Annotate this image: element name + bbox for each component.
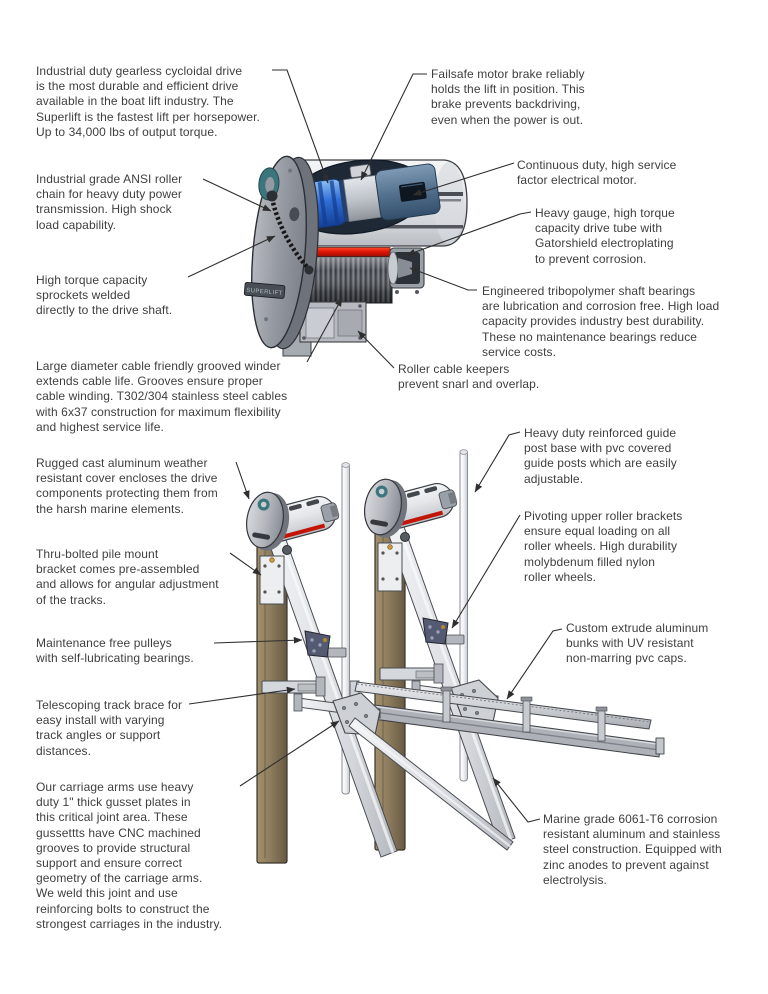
callout-roller-brackets: Pivoting upper roller brackets ensure eq… (524, 509, 683, 584)
leader-track-brace (188, 686, 296, 705)
callout-grooved-winder: Large diameter cable friendly grooved wi… (36, 359, 288, 434)
callout-cable-keepers: Roller cable keepers prevent snarl and o… (398, 362, 540, 392)
callout-bunks: Custom extrude aluminum bunks with UV re… (566, 621, 709, 666)
callout-track-brace: Telescoping track brace for easy install… (36, 698, 183, 758)
side-plate: SUPERLIFT (243, 155, 319, 350)
callout-electrical-motor: Continuous duty, high service factor ele… (517, 158, 677, 188)
callout-motor-brake: Failsafe motor brake reliably holds the … (431, 67, 585, 127)
callout-shaft-bearings: Engineered tribopolymer shaft bearings a… (482, 284, 720, 359)
leader-bunks (506, 628, 563, 700)
callout-sprockets: High torque capacity sprockets welded di… (36, 273, 173, 318)
carriage-arm (348, 717, 514, 851)
boat-lift-illustration (240, 448, 665, 865)
leader-marine-grade (492, 777, 541, 823)
callout-marine-grade: Marine grade 6061-T6 corrosion resistant… (543, 812, 722, 887)
callout-weather-cover: Rugged cast aluminum weather resistant c… (36, 456, 218, 516)
drive-unit-illustration: SUPERLIFT (243, 155, 468, 357)
leader-carriage-arms (239, 720, 340, 787)
leader-roller-brackets (451, 514, 521, 629)
callout-pulleys: Maintenance free pulleys with self-lubri… (36, 636, 194, 666)
leader-electrical-motor (412, 162, 515, 196)
superlift-logo-plate: SUPERLIFT (243, 281, 286, 299)
superlift-logo: SUPERLIFT (246, 288, 283, 297)
motor-brake-disc (338, 179, 350, 223)
leader-shaft-bearings (409, 267, 477, 291)
leader-drive-tube (406, 211, 532, 256)
shaft-bearing-bracket (387, 247, 425, 294)
leader-motor-brake (360, 73, 427, 181)
callout-guide-posts: Heavy duty reinforced guide post base wi… (524, 426, 677, 486)
roller-chain (266, 190, 314, 275)
bunk-clamp-posts (440, 686, 608, 742)
leader-roller-chain (202, 178, 272, 212)
leader-guide-posts (474, 431, 521, 493)
leader-cable-keepers (357, 330, 395, 369)
leader-weather-cover (235, 461, 250, 500)
callout-drive-tube: Heavy gauge, high torque capacity drive … (535, 206, 675, 266)
bunk-beams (349, 680, 665, 758)
leader-sprockets (187, 235, 276, 278)
leader-pile-mount (229, 552, 262, 576)
callout-roller-chain: Industrial grade ANSI roller chain for h… (36, 172, 183, 232)
leader-grooved-winder (306, 297, 343, 363)
callout-carriage-arms: Our carriage arms use heavy duty 1" thic… (36, 780, 223, 931)
leader-cycloidal-drive (272, 69, 329, 184)
leader-lines (187, 69, 563, 823)
callout-pile-mount: Thru-bolted pile mount bracket comes pre… (36, 547, 219, 607)
leader-pulleys (213, 636, 303, 644)
callout-cycloidal-drive: Industrial duty gearless cycloidal drive… (36, 64, 260, 139)
